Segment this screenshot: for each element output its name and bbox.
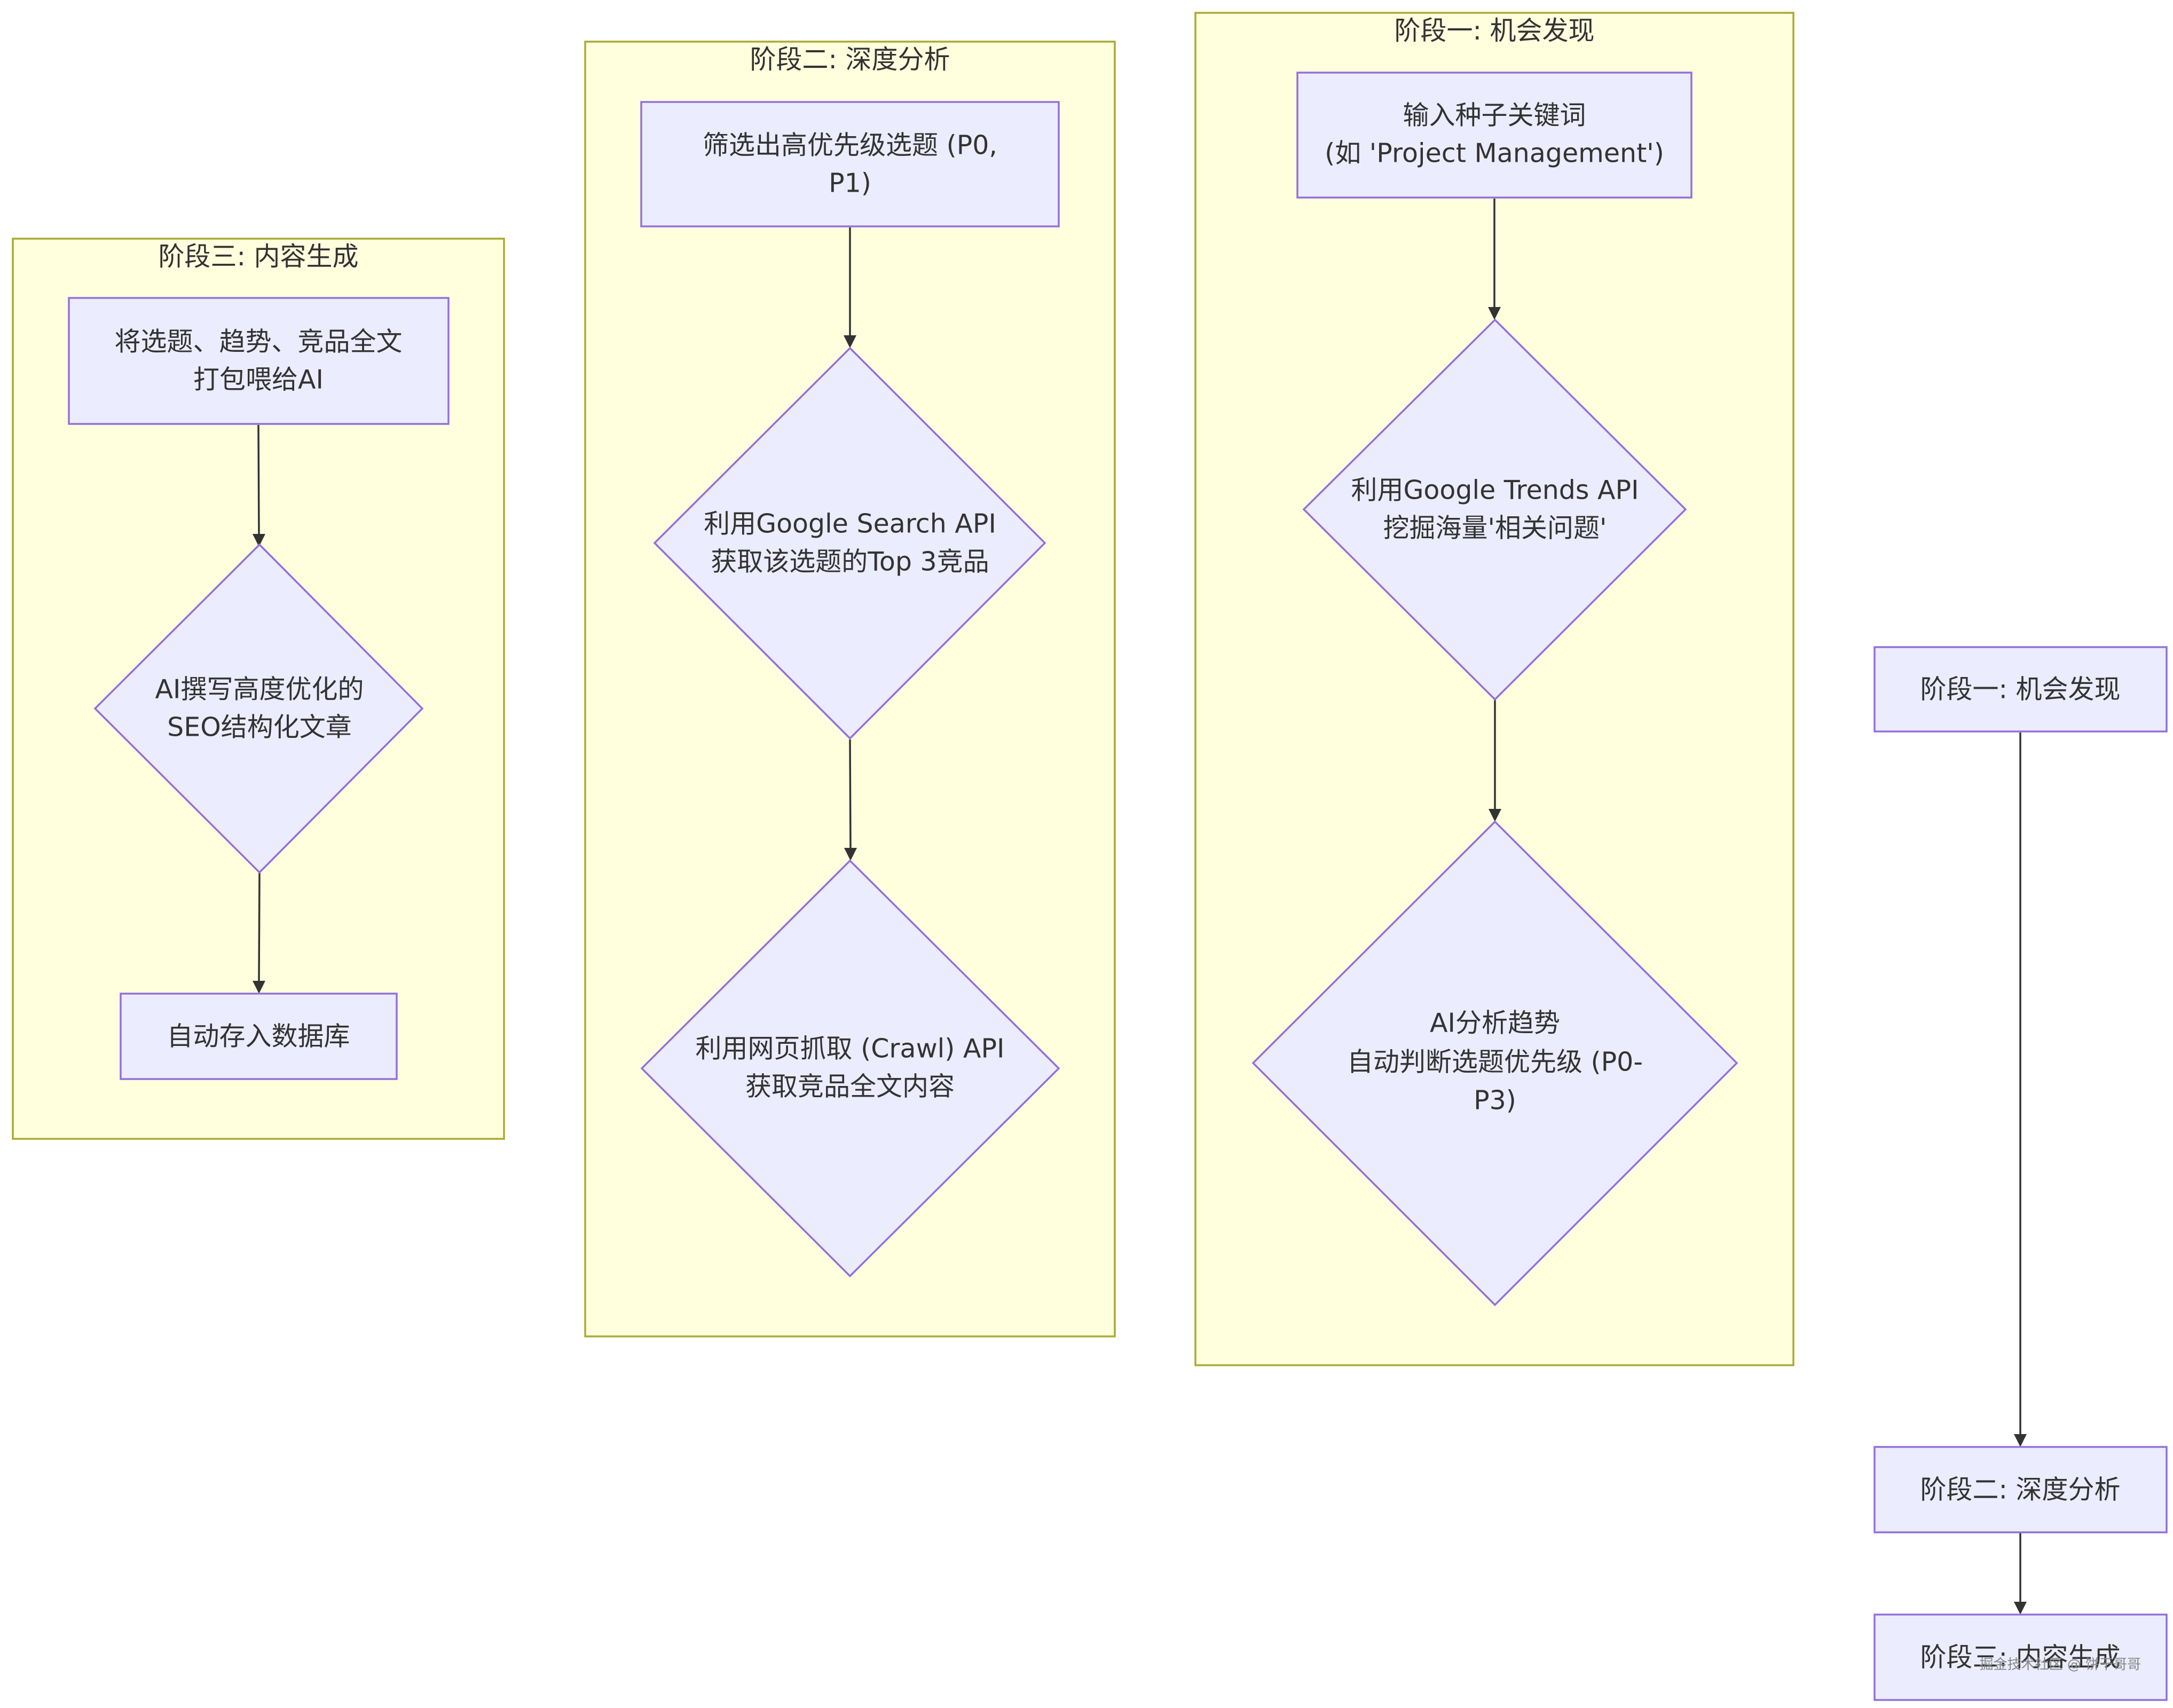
node-overview-s2-line-1: 阶段二: 深度分析 [1920,1475,2120,1505]
node-s1-trends-line-2: 挖掘海量'相关问题' [1383,513,1607,544]
node-overview-s3-line-1: 阶段三: 内容生成 [1920,1642,2120,1673]
node-s2-search-diamond [653,347,1046,740]
cluster-stage3-title: 阶段三: 内容生成 [158,241,358,272]
node-overview-s3-box [1873,1613,2168,1701]
node-s1-trends-line-1: 利用Google Trends API [1351,475,1639,506]
arrowhead [253,981,265,994]
arrowhead [1489,809,1501,822]
node-s1-trends-diamond [1302,318,1687,701]
arrowhead [2014,1434,2027,1447]
node-s3-pack-line-1: 将选题、趋势、竞品全文 [114,327,402,357]
node-s2-search-line-1: 利用Google Search API [704,509,996,539]
node-overview-s2: 阶段二: 深度分析 [1873,1446,2168,1533]
node-s3-save: 自动存入数据库 [120,993,398,1080]
node-overview-s1-box [1873,646,2168,733]
node-s3-pack-line-2: 打包喂给AI [193,365,324,395]
edges [253,199,2027,1615]
node-s1-input: 输入种子关键词 (如 'Project Management') [1296,72,1692,199]
node-s3-save-box [120,993,398,1080]
node-s2-crawl-line-2: 获取竞品全文内容 [745,1072,955,1102]
node-s3-write-line-2: SEO结构化文章 [167,712,352,743]
node-s1-input-line-2: (如 'Project Management') [1325,138,1664,169]
node-s3-save-line-1: 自动存入数据库 [167,1021,350,1052]
node-s2-search-line-2: 获取该选题的Top 3竞品 [711,547,989,577]
node-s2-crawl-diamond [640,859,1060,1278]
node-overview-s2-box [1873,1446,2168,1533]
node-s1-analyze-diamond [1251,820,1738,1306]
node-overview-s3: 阶段三: 内容生成 [1873,1613,2168,1701]
arrowhead [844,848,857,861]
arrowhead [1488,307,1501,320]
node-s1-analyze-line-2: 自动判断选题优先级 (P0- [1347,1047,1643,1077]
node-s2-filter-line-1: 筛选出高优先级选题 (P0, [703,130,997,161]
edge-s3-pack-to-write [257,424,260,534]
node-s3-write: AI撰写高度优化的 SEO结构化文章 [93,543,424,874]
arrowhead [2014,1602,2027,1615]
node-overview-s1-line-1: 阶段一: 机会发现 [1920,674,2120,705]
watermark-text: 掘金技术社区 @ 饼干哥哥 [1979,1657,2141,1673]
node-s2-crawl-line-1: 利用网页抓取 (Crawl) API [696,1034,1005,1064]
node-s1-input-box [1296,72,1692,199]
node-s2-filter: 筛选出高优先级选题 (P0, P1) [640,101,1060,227]
node-s2-filter-line-2: P1) [829,168,871,199]
edge-s2-search-to-crawl [849,739,852,848]
arrowhead [844,335,856,348]
node-s1-analyze-line-1: AI分析趋势 [1430,1008,1560,1038]
cluster-stage1-title: 阶段一: 机会发现 [1394,15,1594,46]
node-s1-input-line-1: 输入种子关键词 [1403,100,1586,131]
node-s3-write-diamond [93,543,424,874]
node-s1-analyze-line-3: P3) [1474,1085,1516,1116]
arrowhead [253,534,265,547]
node-s1-analyze: AI分析趋势 自动判断选题优先级 (P0- P3) [1251,820,1738,1306]
node-s2-crawl: 利用网页抓取 (Crawl) API 获取竞品全文内容 [640,859,1060,1278]
node-s2-filter-box [640,101,1060,227]
node-s1-trends: 利用Google Trends API 挖掘海量'相关问题' [1302,318,1687,701]
cluster-stage2-title: 阶段二: 深度分析 [750,44,950,75]
node-s3-pack-box [68,297,450,425]
node-s3-write-line-1: AI撰写高度优化的 [155,674,364,705]
node-overview-s1: 阶段一: 机会发现 [1873,646,2168,733]
node-s3-pack: 将选题、趋势、竞品全文 打包喂给AI [68,297,450,425]
node-s2-search: 利用Google Search API 获取该选题的Top 3竞品 [653,347,1046,740]
